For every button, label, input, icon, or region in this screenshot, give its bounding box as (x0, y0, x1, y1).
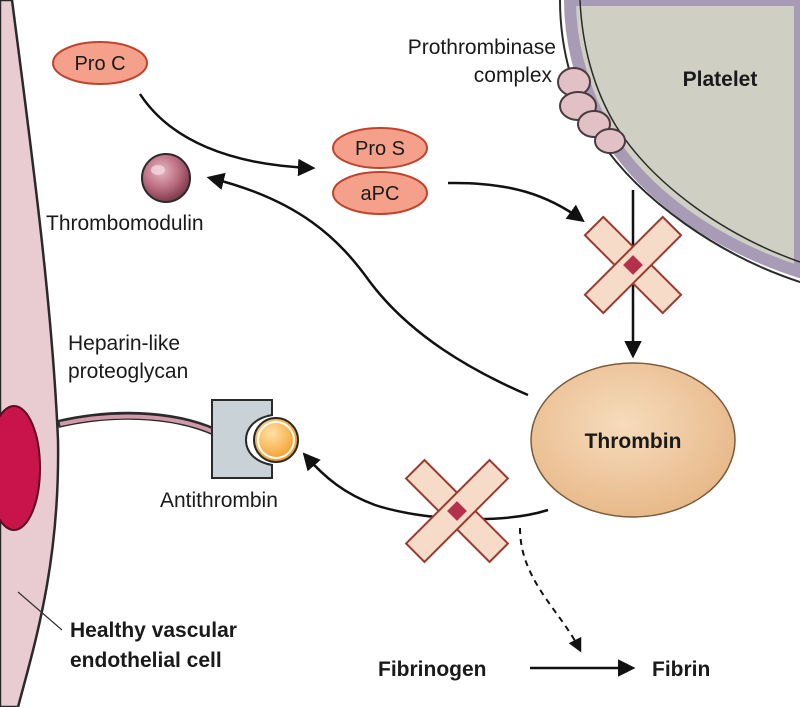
arrow-thrombin-to-thrombomodulin (206, 172, 529, 397)
apc-node: aPC (332, 171, 428, 215)
prothrombinase-complex (557, 67, 626, 154)
inhibition-cross-lower (404, 458, 510, 564)
fibrin-label: Fibrin (652, 658, 710, 681)
heparin-label-line2: proteoglycan (68, 360, 188, 383)
arrow-thrombin-to-antithrombin (302, 452, 549, 521)
platelet-label: Platelet (683, 68, 758, 91)
endothelial-label-line1: Healthy vascular (70, 619, 237, 642)
inhibition-cross-upper (583, 215, 683, 315)
endothelial-pointer-line (17, 591, 63, 631)
arrow-proc-to-pros (138, 93, 316, 177)
pro-s-node: Pro S (332, 127, 428, 169)
antithrombin-label: Antithrombin (160, 489, 278, 512)
fibrinogen-label: Fibrinogen (378, 658, 487, 681)
arrow-apc-to-prothrombinase (447, 181, 585, 223)
pro-s-label: Pro S (355, 138, 405, 160)
pro-c-label: Pro C (74, 53, 125, 75)
heparin-proteoglycan-fill (59, 414, 215, 434)
thrombin: Thrombin (530, 362, 736, 518)
endothelial-nucleus (0, 405, 41, 531)
prothrombinase-label-line2: complex (474, 64, 553, 87)
prothrombinase-label-line1: Prothrombinase (408, 36, 556, 59)
thrombomodulin (141, 153, 191, 203)
arrow-thrombin-to-fibrinogen-dashed (519, 527, 582, 653)
antithrombin (211, 399, 299, 479)
apc-label: aPC (361, 183, 400, 205)
thrombomodulin-label: Thrombomodulin (46, 212, 204, 235)
heparin-label-line1: Heparin-like (68, 332, 180, 355)
thrombin-label: Thrombin (585, 430, 682, 453)
endothelial-label-line2: endothelial cell (70, 649, 222, 672)
pro-c-node: Pro C (52, 41, 148, 85)
